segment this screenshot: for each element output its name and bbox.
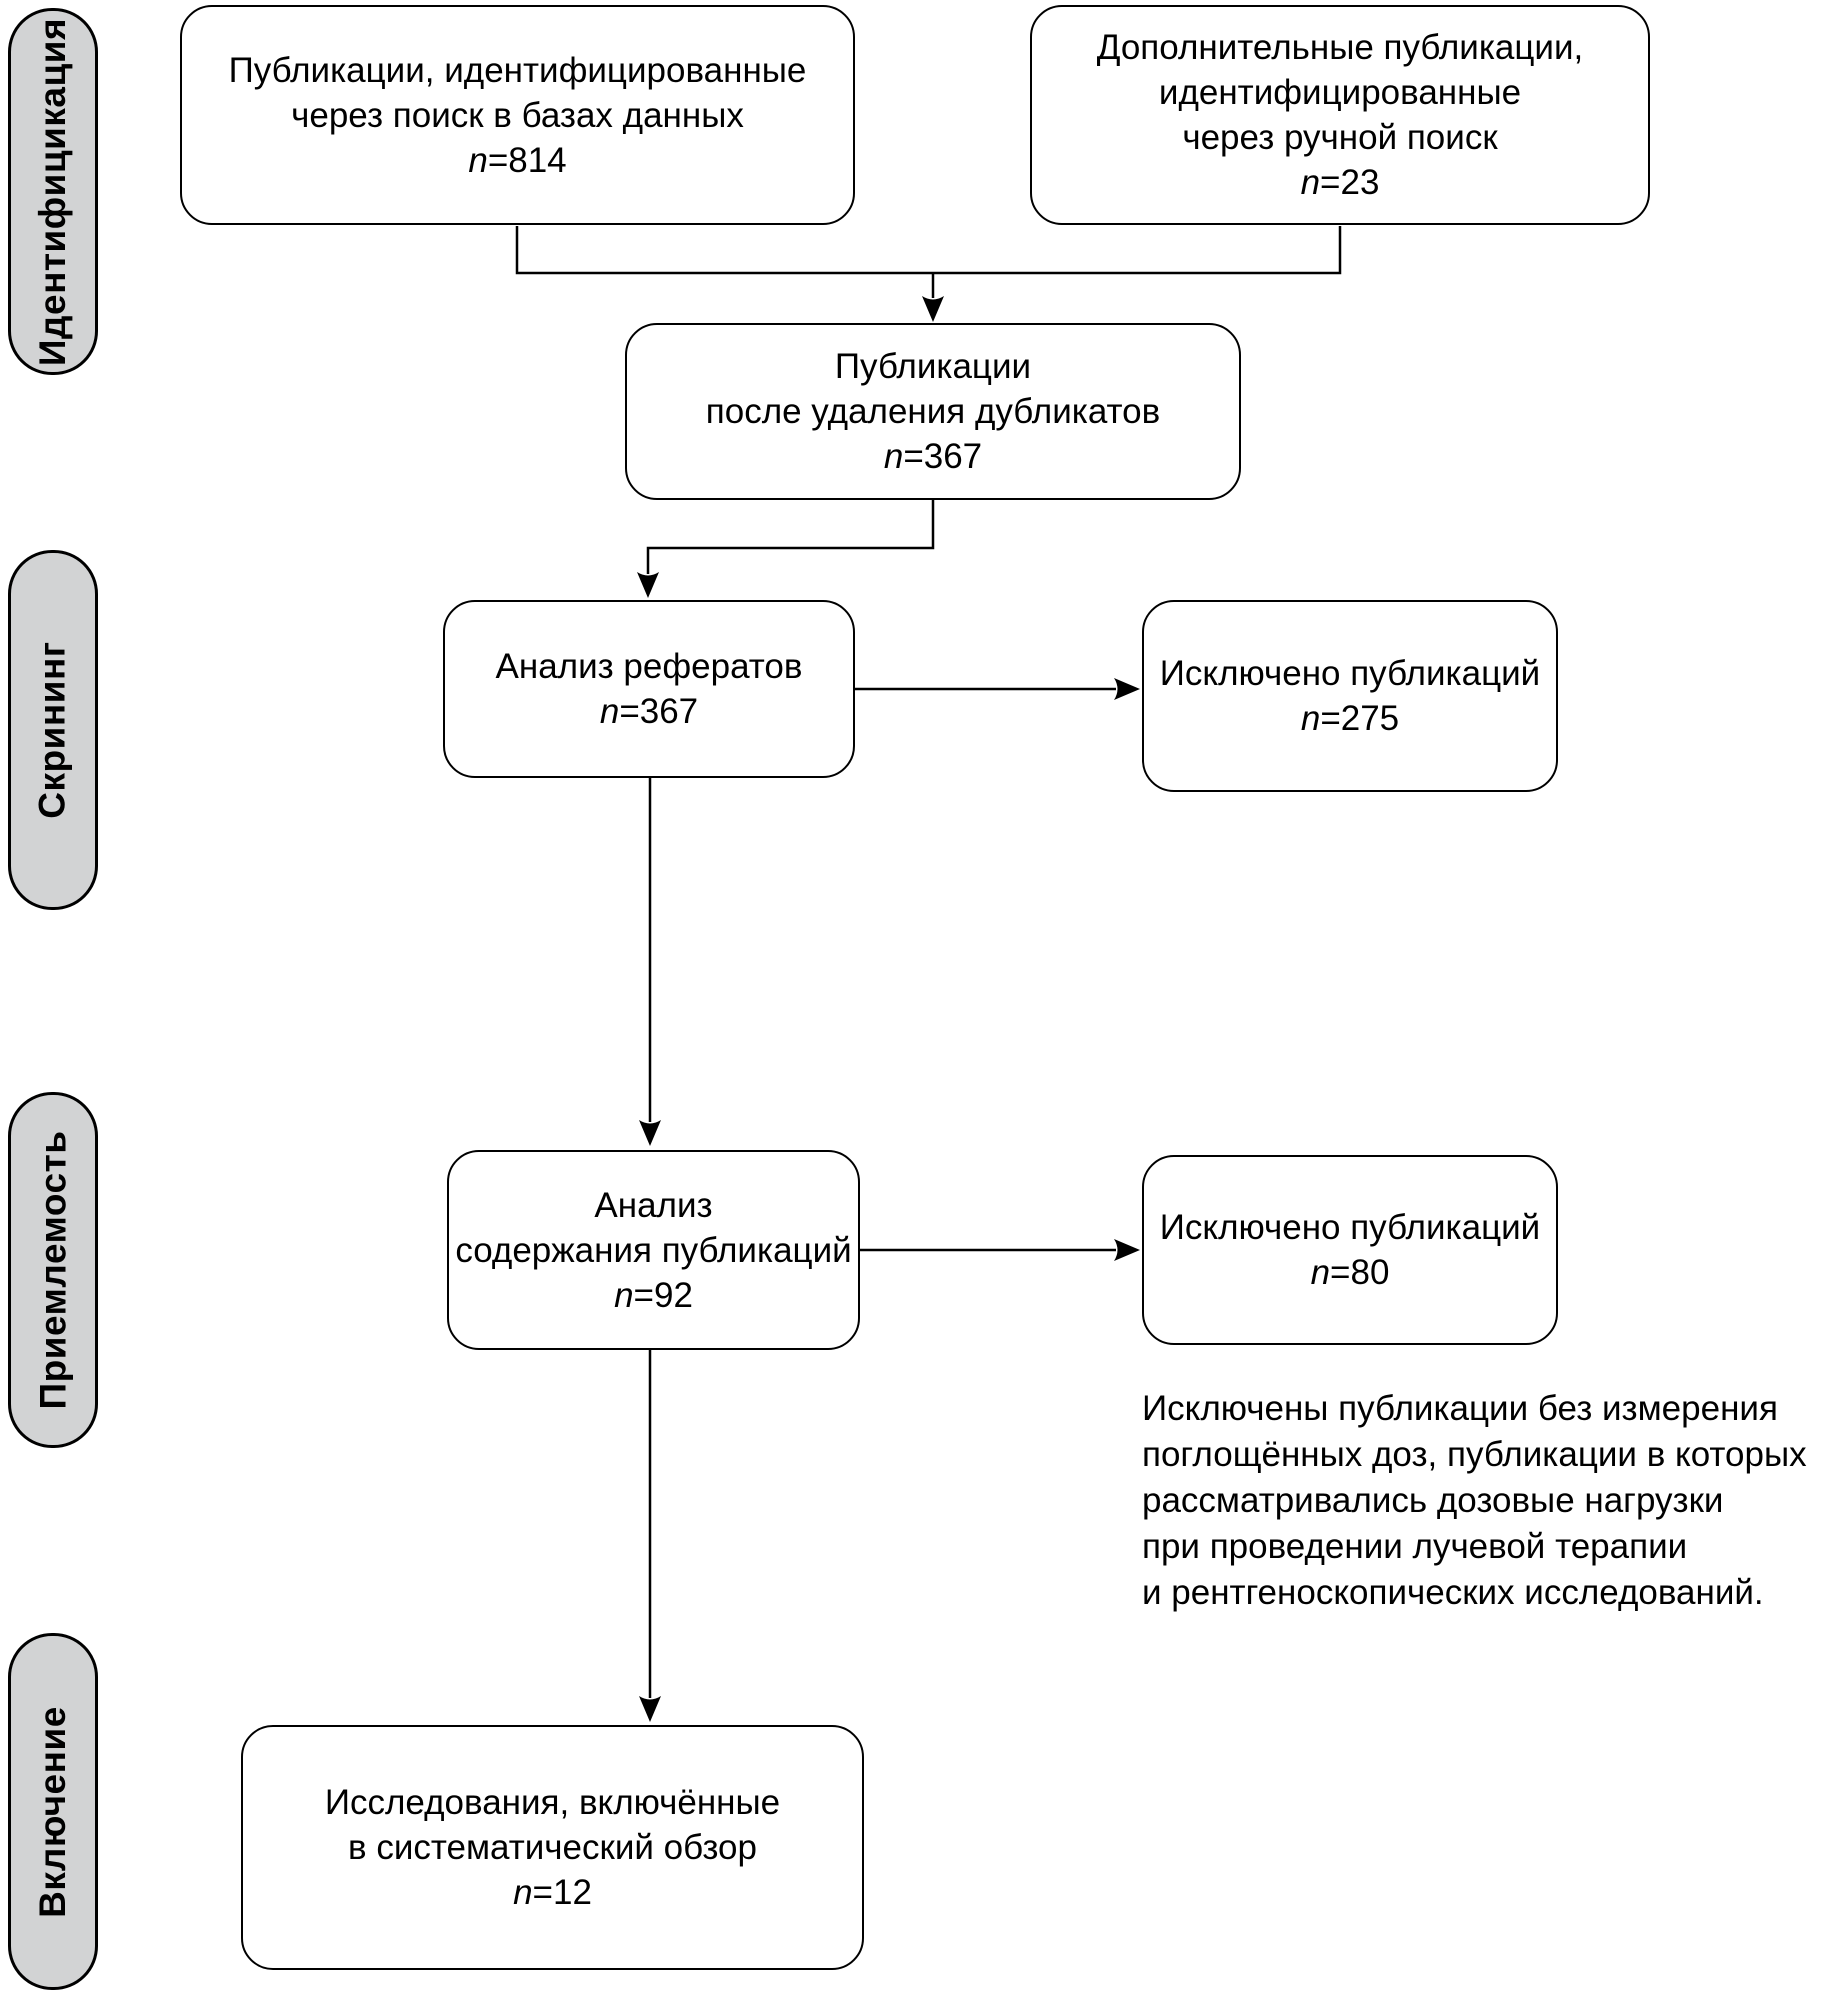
stage-pill-eligibility: Приемлемость (8, 1092, 98, 1448)
n-count: =80 (1330, 1253, 1390, 1292)
box-count-line: n=814 (468, 138, 566, 183)
box-text-line: Исследования, включённые (324, 1783, 781, 1822)
box-text-line: Анализ (594, 1185, 713, 1225)
note-line: и рентгеноскопических исследований. (1142, 1573, 1764, 1612)
box-text-line: Анализ рефератов (495, 647, 803, 686)
box-text-line: Публикации (834, 347, 1032, 386)
arrowhead-into-included (639, 1696, 661, 1722)
n-symbol: n (1300, 699, 1321, 738)
stage-pill-screening: Скрининг (8, 550, 98, 910)
n-count: =275 (1320, 699, 1400, 738)
box-manual-search: Дополнительные публикации, идентифициров… (1030, 5, 1650, 225)
box-count-line: n=80 (1311, 1250, 1390, 1295)
box-count-line: n=12 (513, 1870, 592, 1915)
box-text-line: через ручной поиск (1182, 118, 1498, 157)
box-count-line: n=367 (884, 434, 982, 479)
n-symbol: n (1300, 163, 1321, 202)
box-text-line: после удаления дубликатов (705, 392, 1161, 431)
stage-label-inclusion: Включение (32, 1705, 73, 1918)
box-excluded-fulltext: Исключено публикаций n=80 (1142, 1155, 1558, 1345)
box-text-line: в систематический обзор (348, 1828, 757, 1867)
box-count-line: n=23 (1301, 160, 1380, 205)
box-text-line: Исключено публикаций (1159, 1208, 1541, 1247)
box-database-search: Публикации, идентифицированные через пои… (180, 5, 855, 225)
box-abstract-review: Анализ рефератов n=367 (443, 600, 855, 778)
box-count-line: n=367 (600, 689, 698, 734)
n-count: =12 (532, 1873, 592, 1912)
n-count: =367 (903, 437, 983, 476)
box-text-line: содержания публикаций (455, 1230, 852, 1270)
note-line: поглощённых доз, публикации в которых (1142, 1435, 1807, 1474)
arrowhead-into-excluded-fulltext (1114, 1239, 1140, 1261)
connector-dedup-to-abstracts (646, 500, 935, 574)
arrowhead-into-dedup (922, 296, 944, 322)
box-count-line: n=92 (614, 1273, 693, 1318)
arrowhead-into-excluded-abstracts (1114, 678, 1140, 700)
stage-label-identification: Идентифицикация (32, 17, 74, 366)
stage-label-screening: Скрининг (32, 641, 73, 819)
connector-merge-top-boxes (515, 226, 1342, 275)
box-text-line: Публикации, идентифицированные (228, 50, 807, 90)
n-symbol: n (1310, 1253, 1331, 1292)
box-text-line: через поиск в базах данных (291, 95, 744, 135)
box-text-line: Исключено публикаций (1159, 654, 1541, 693)
n-symbol: n (614, 1275, 634, 1315)
note-line: рассматривались дозовые нагрузки (1142, 1481, 1724, 1520)
box-text-line: идентифицированные (1158, 73, 1522, 112)
exclusion-reasons-note: Исключены публикации без измерения погло… (1142, 1386, 1822, 1616)
arrowhead-into-fulltext (639, 1120, 661, 1146)
n-symbol: n (599, 692, 620, 731)
n-symbol: n (468, 140, 488, 180)
box-after-deduplication: Публикации после удаления дубликатов n=3… (625, 323, 1241, 500)
n-symbol: n (883, 437, 904, 476)
stage-label-eligibility: Приемлемость (32, 1130, 74, 1410)
n-symbol: n (513, 1873, 533, 1912)
box-text-line: Дополнительные публикации, (1096, 28, 1584, 67)
n-count: =814 (487, 140, 567, 180)
stage-pill-identification: Идентифицикация (8, 8, 98, 375)
box-excluded-abstracts: Исключено публикаций n=275 (1142, 600, 1558, 792)
n-count: =367 (619, 692, 699, 731)
n-count: =23 (1320, 163, 1380, 202)
box-included-studies: Исследования, включённые в систематическ… (241, 1725, 864, 1970)
arrowhead-into-abstracts (637, 572, 659, 598)
stage-pill-inclusion: Включение (8, 1633, 98, 1990)
box-count-line: n=275 (1301, 696, 1399, 741)
note-line: при проведении лучевой терапии (1142, 1527, 1688, 1566)
n-count: =92 (633, 1275, 693, 1315)
box-fulltext-review: Анализ содержания публикаций n=92 (447, 1150, 860, 1350)
note-line: Исключены публикации без измерения (1142, 1389, 1778, 1428)
